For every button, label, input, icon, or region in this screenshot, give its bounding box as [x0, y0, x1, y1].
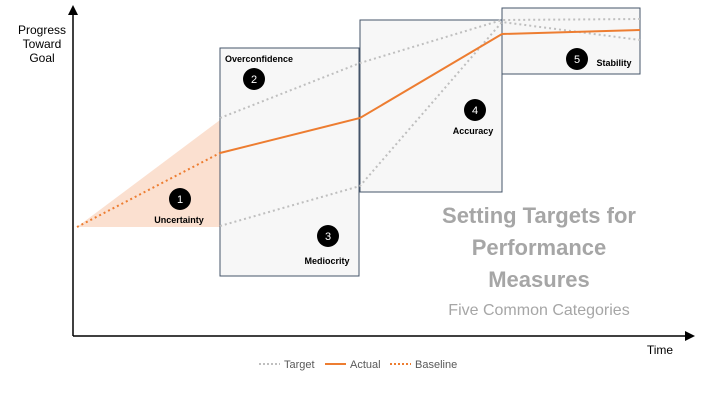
category-1-label: Uncertainty — [154, 215, 204, 225]
category-4-number: 4 — [472, 105, 478, 117]
category-1-number: 1 — [177, 194, 183, 206]
category-5-badge — [566, 48, 588, 70]
uncertainty-wedge — [77, 120, 220, 227]
category-4-badge — [464, 99, 486, 121]
legend-actual-label: Actual — [350, 359, 381, 371]
subtitle: Five Common Categories — [448, 302, 629, 319]
legend-target-label: Target — [284, 359, 315, 371]
legend: Target Actual Baseline — [259, 359, 457, 371]
baseline-line — [76, 152, 221, 228]
category-4-label: Accuracy — [453, 126, 494, 136]
title-line-3: Measures — [488, 267, 590, 292]
title-line-2: Performance — [472, 235, 607, 260]
category-5-label: Stability — [596, 58, 631, 68]
target-line-upper — [219, 18, 641, 119]
title-line-1: Setting Targets for — [442, 203, 636, 228]
category-2-badge — [243, 68, 265, 90]
category-3-badge — [317, 225, 339, 247]
category-5-number: 5 — [574, 54, 580, 66]
actual-line — [219, 29, 641, 154]
y-axis-label-line-2: Toward — [23, 37, 62, 51]
category-2-label: Overconfidence — [225, 54, 293, 64]
y-axis-label-line-1: Progress — [18, 23, 66, 37]
category-3-number: 3 — [325, 231, 331, 243]
category-3-label: Mediocrity — [304, 256, 349, 266]
x-axis-label: Time — [647, 343, 674, 357]
overconfidence-mediocrity-box — [219, 47, 360, 277]
category-1-badge — [169, 188, 191, 210]
category-2-number: 2 — [251, 74, 257, 86]
y-axis-label-line-3: Goal — [29, 51, 54, 65]
legend-baseline-label: Baseline — [415, 359, 457, 371]
